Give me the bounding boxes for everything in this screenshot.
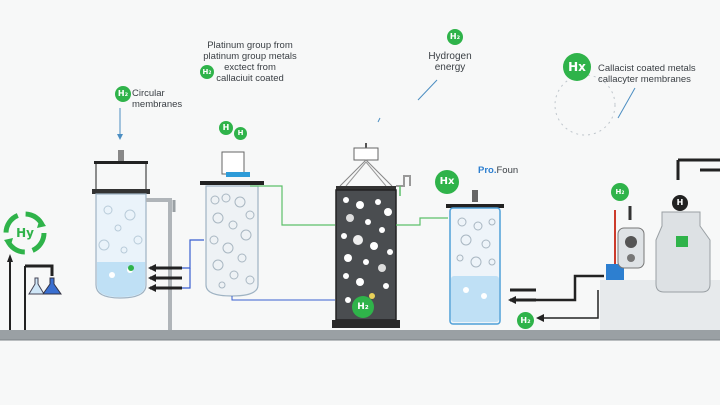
h2-badge-3: H₂	[447, 29, 463, 45]
compressor-unit	[600, 158, 720, 330]
foun-label: Foun	[496, 165, 519, 176]
arrows-outlet	[508, 288, 536, 304]
recycle-icon	[3, 211, 47, 255]
arrows-left	[148, 264, 182, 292]
tank-1	[92, 150, 150, 299]
flask-stand	[7, 254, 62, 330]
callacist-label: Callacist coated metals callacyter membr…	[598, 63, 696, 85]
h-badge-tank2-a: H	[219, 121, 233, 135]
pro-label: Pro.	[478, 165, 497, 176]
hydrogen-energy-label: Hydrogen energy	[428, 51, 472, 73]
hy-cycle-icon: Hy	[16, 226, 34, 240]
h2-badge-1: H₂	[115, 86, 131, 102]
h-badge-tank2-b: H	[234, 127, 247, 140]
platinum-label: Platinum group from platinum group metal…	[203, 40, 297, 84]
h2-badge-2: H₂	[200, 65, 214, 79]
tank-4	[446, 190, 504, 325]
tank-2	[200, 151, 264, 297]
h-dark-badge: H	[672, 195, 688, 211]
dashed-orbit	[554, 74, 616, 136]
h2-badge-column: H₂	[352, 296, 374, 318]
h2-badge-outlet: H₂	[517, 312, 534, 329]
hx-badge-tank4: Hx	[435, 170, 459, 194]
pro-foun-label: Pro.Foun	[478, 165, 528, 176]
ground-bar	[0, 330, 720, 340]
circular-membranes-label: Circular membranes	[132, 88, 183, 110]
h2-badge-right: H₂	[611, 183, 629, 201]
hx-badge-big: Hx	[563, 53, 591, 81]
